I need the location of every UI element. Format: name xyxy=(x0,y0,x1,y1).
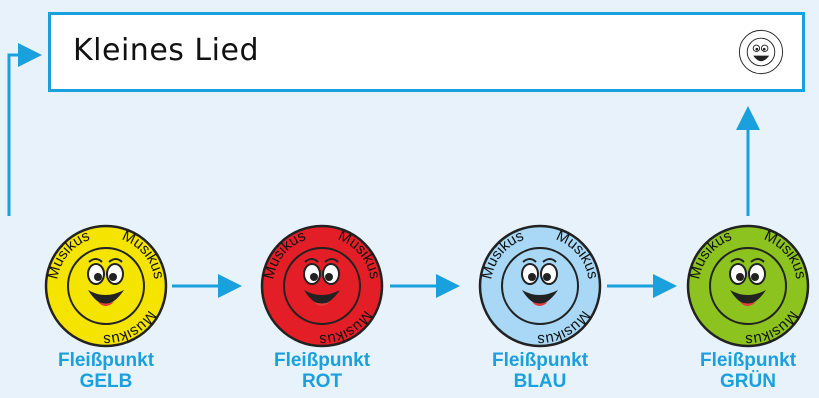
caption-label: Fleißpunkt xyxy=(491,350,589,371)
caption-color-name: BLAU xyxy=(513,371,567,392)
loop-back-arrow xyxy=(7,43,42,216)
title-box: Kleines Lied xyxy=(48,12,805,92)
page-title: Kleines Lied xyxy=(73,33,259,68)
caption-label: Fleißpunkt xyxy=(699,350,797,371)
caption-label: Fleißpunkt xyxy=(273,350,371,371)
caption-color-name: GRÜN xyxy=(720,371,776,392)
caption-color-name: ROT xyxy=(301,371,343,392)
caption-color-name: GELB xyxy=(79,371,133,392)
musikus-small-badge-icon xyxy=(738,29,784,75)
caption-label: Fleißpunkt xyxy=(57,350,155,371)
